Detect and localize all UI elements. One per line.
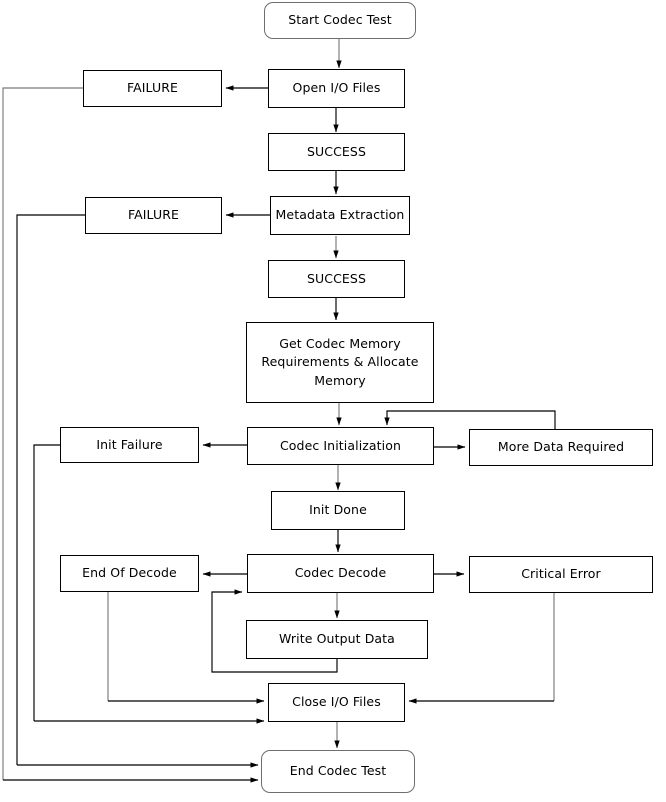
node-close-io-files[interactable]: Close I/O Files [268, 683, 405, 722]
node-codec-decode[interactable]: Codec Decode [247, 554, 434, 593]
edge-write-output-to-codec-decode [211, 589, 338, 673]
node-end-codec-test[interactable]: End Codec Test [261, 750, 415, 793]
node-write-output-data[interactable]: Write Output Data [246, 620, 428, 659]
node-metadata-extraction[interactable]: Metadata Extraction [270, 196, 410, 235]
edge-more-data-to-codec-init [384, 410, 556, 429]
node-codec-initialization-label: Codec Initialization [279, 437, 402, 453]
node-init-done-label: Init Done [309, 502, 367, 518]
edge-init-failure-rail [33, 444, 60, 721]
node-more-data-required-label: More Data Required [497, 439, 625, 455]
node-critical-error-label: Critical Error [521, 566, 601, 582]
node-open-io-files-label: Open I/O Files [292, 80, 381, 96]
node-get-codec-memory-label: Get Codec Memory Requirements & Allocate… [261, 336, 419, 388]
node-failure-metadata-label: FAILURE [127, 207, 180, 223]
node-end-of-decode[interactable]: End Of Decode [60, 555, 199, 592]
node-success-open-io-label: SUCCESS [306, 143, 366, 159]
node-failure-metadata[interactable]: FAILURE [85, 197, 222, 234]
node-codec-initialization[interactable]: Codec Initialization [247, 427, 434, 465]
node-start-codec-test-label: Start Codec Test [288, 12, 392, 28]
node-success-metadata-label: SUCCESS [306, 270, 366, 286]
node-failure-open-io-label: FAILURE [126, 80, 179, 96]
node-success-open-io[interactable]: SUCCESS [268, 133, 405, 171]
node-codec-decode-label: Codec Decode [294, 565, 387, 581]
node-open-io-files[interactable]: Open I/O Files [268, 69, 405, 108]
node-get-codec-memory[interactable]: Get Codec Memory Requirements & Allocate… [246, 322, 434, 403]
node-failure-open-io[interactable]: FAILURE [83, 70, 222, 107]
node-close-io-files-label: Close I/O Files [292, 694, 381, 710]
node-init-failure[interactable]: Init Failure [60, 427, 199, 463]
node-end-codec-test-label: End Codec Test [289, 763, 387, 779]
node-end-of-decode-label: End Of Decode [82, 565, 177, 581]
node-init-failure-label: Init Failure [96, 436, 163, 452]
edge-failure-open-rail [2, 87, 83, 780]
node-init-done[interactable]: Init Done [271, 491, 405, 530]
node-success-metadata[interactable]: SUCCESS [268, 260, 405, 298]
node-more-data-required[interactable]: More Data Required [469, 429, 653, 466]
node-metadata-extraction-label: Metadata Extraction [275, 207, 405, 223]
node-write-output-data-label: Write Output Data [279, 631, 395, 647]
node-start-codec-test[interactable]: Start Codec Test [264, 2, 416, 39]
node-critical-error[interactable]: Critical Error [469, 556, 653, 593]
edge-failure-meta-rail [16, 214, 85, 765]
